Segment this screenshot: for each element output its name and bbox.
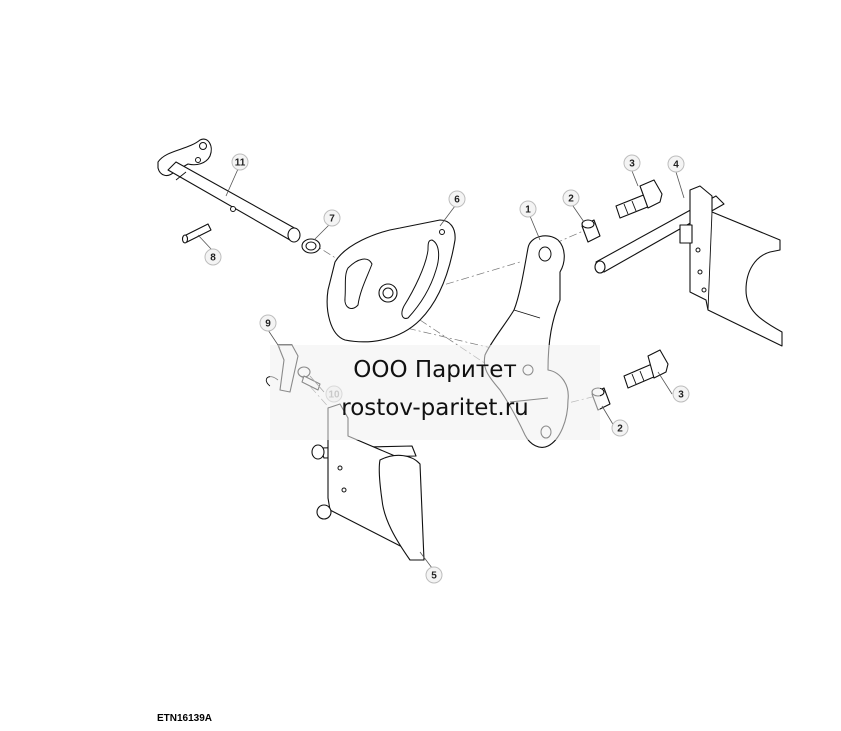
shift-fork-upper-part	[594, 185, 783, 347]
callout-6: 6	[448, 190, 466, 208]
callout-label: 9	[265, 319, 271, 330]
callout-9: 9	[259, 314, 277, 332]
callout-label: 3	[678, 390, 684, 401]
callout-3-upper: 3	[623, 154, 641, 172]
roll-pin-part	[181, 223, 212, 244]
callout-label: 7	[329, 214, 335, 225]
shift-shaft-part	[157, 138, 301, 243]
shift-fork-lower-part	[311, 403, 425, 561]
callout-label: 6	[454, 195, 460, 206]
callout-label: 2	[568, 194, 574, 205]
watermark-company: ООО Паритет	[353, 357, 517, 383]
callout-label: 5	[431, 571, 437, 582]
figure-code: ETN16139A	[157, 713, 213, 724]
callout-4: 4	[667, 155, 685, 173]
callout-label: 3	[629, 159, 635, 170]
callout-2-upper: 2	[562, 189, 580, 207]
guide-plate-part	[326, 219, 456, 343]
watermark-url: rostov-paritet.ru	[341, 395, 529, 421]
watermark: ООО Паритет rostov-paritet.ru	[270, 345, 600, 440]
o-ring-part	[301, 238, 321, 254]
callout-label: 2	[617, 424, 623, 435]
callout-1: 1	[519, 200, 537, 218]
callout-3-lower: 3	[672, 385, 690, 403]
callout-label: 8	[210, 253, 216, 264]
bushing-upper-part	[581, 219, 601, 243]
callout-label: 11	[235, 158, 246, 169]
bolt-upper-part	[615, 179, 663, 219]
callout-8: 8	[204, 248, 222, 266]
callout-11: 11	[231, 153, 249, 171]
callout-label: 1	[525, 205, 531, 216]
callout-5: 5	[425, 566, 443, 584]
callout-label: 4	[673, 160, 679, 171]
callout-2-lower: 2	[611, 419, 629, 437]
bolt-lower-part	[623, 349, 669, 389]
callout-7: 7	[323, 209, 341, 227]
